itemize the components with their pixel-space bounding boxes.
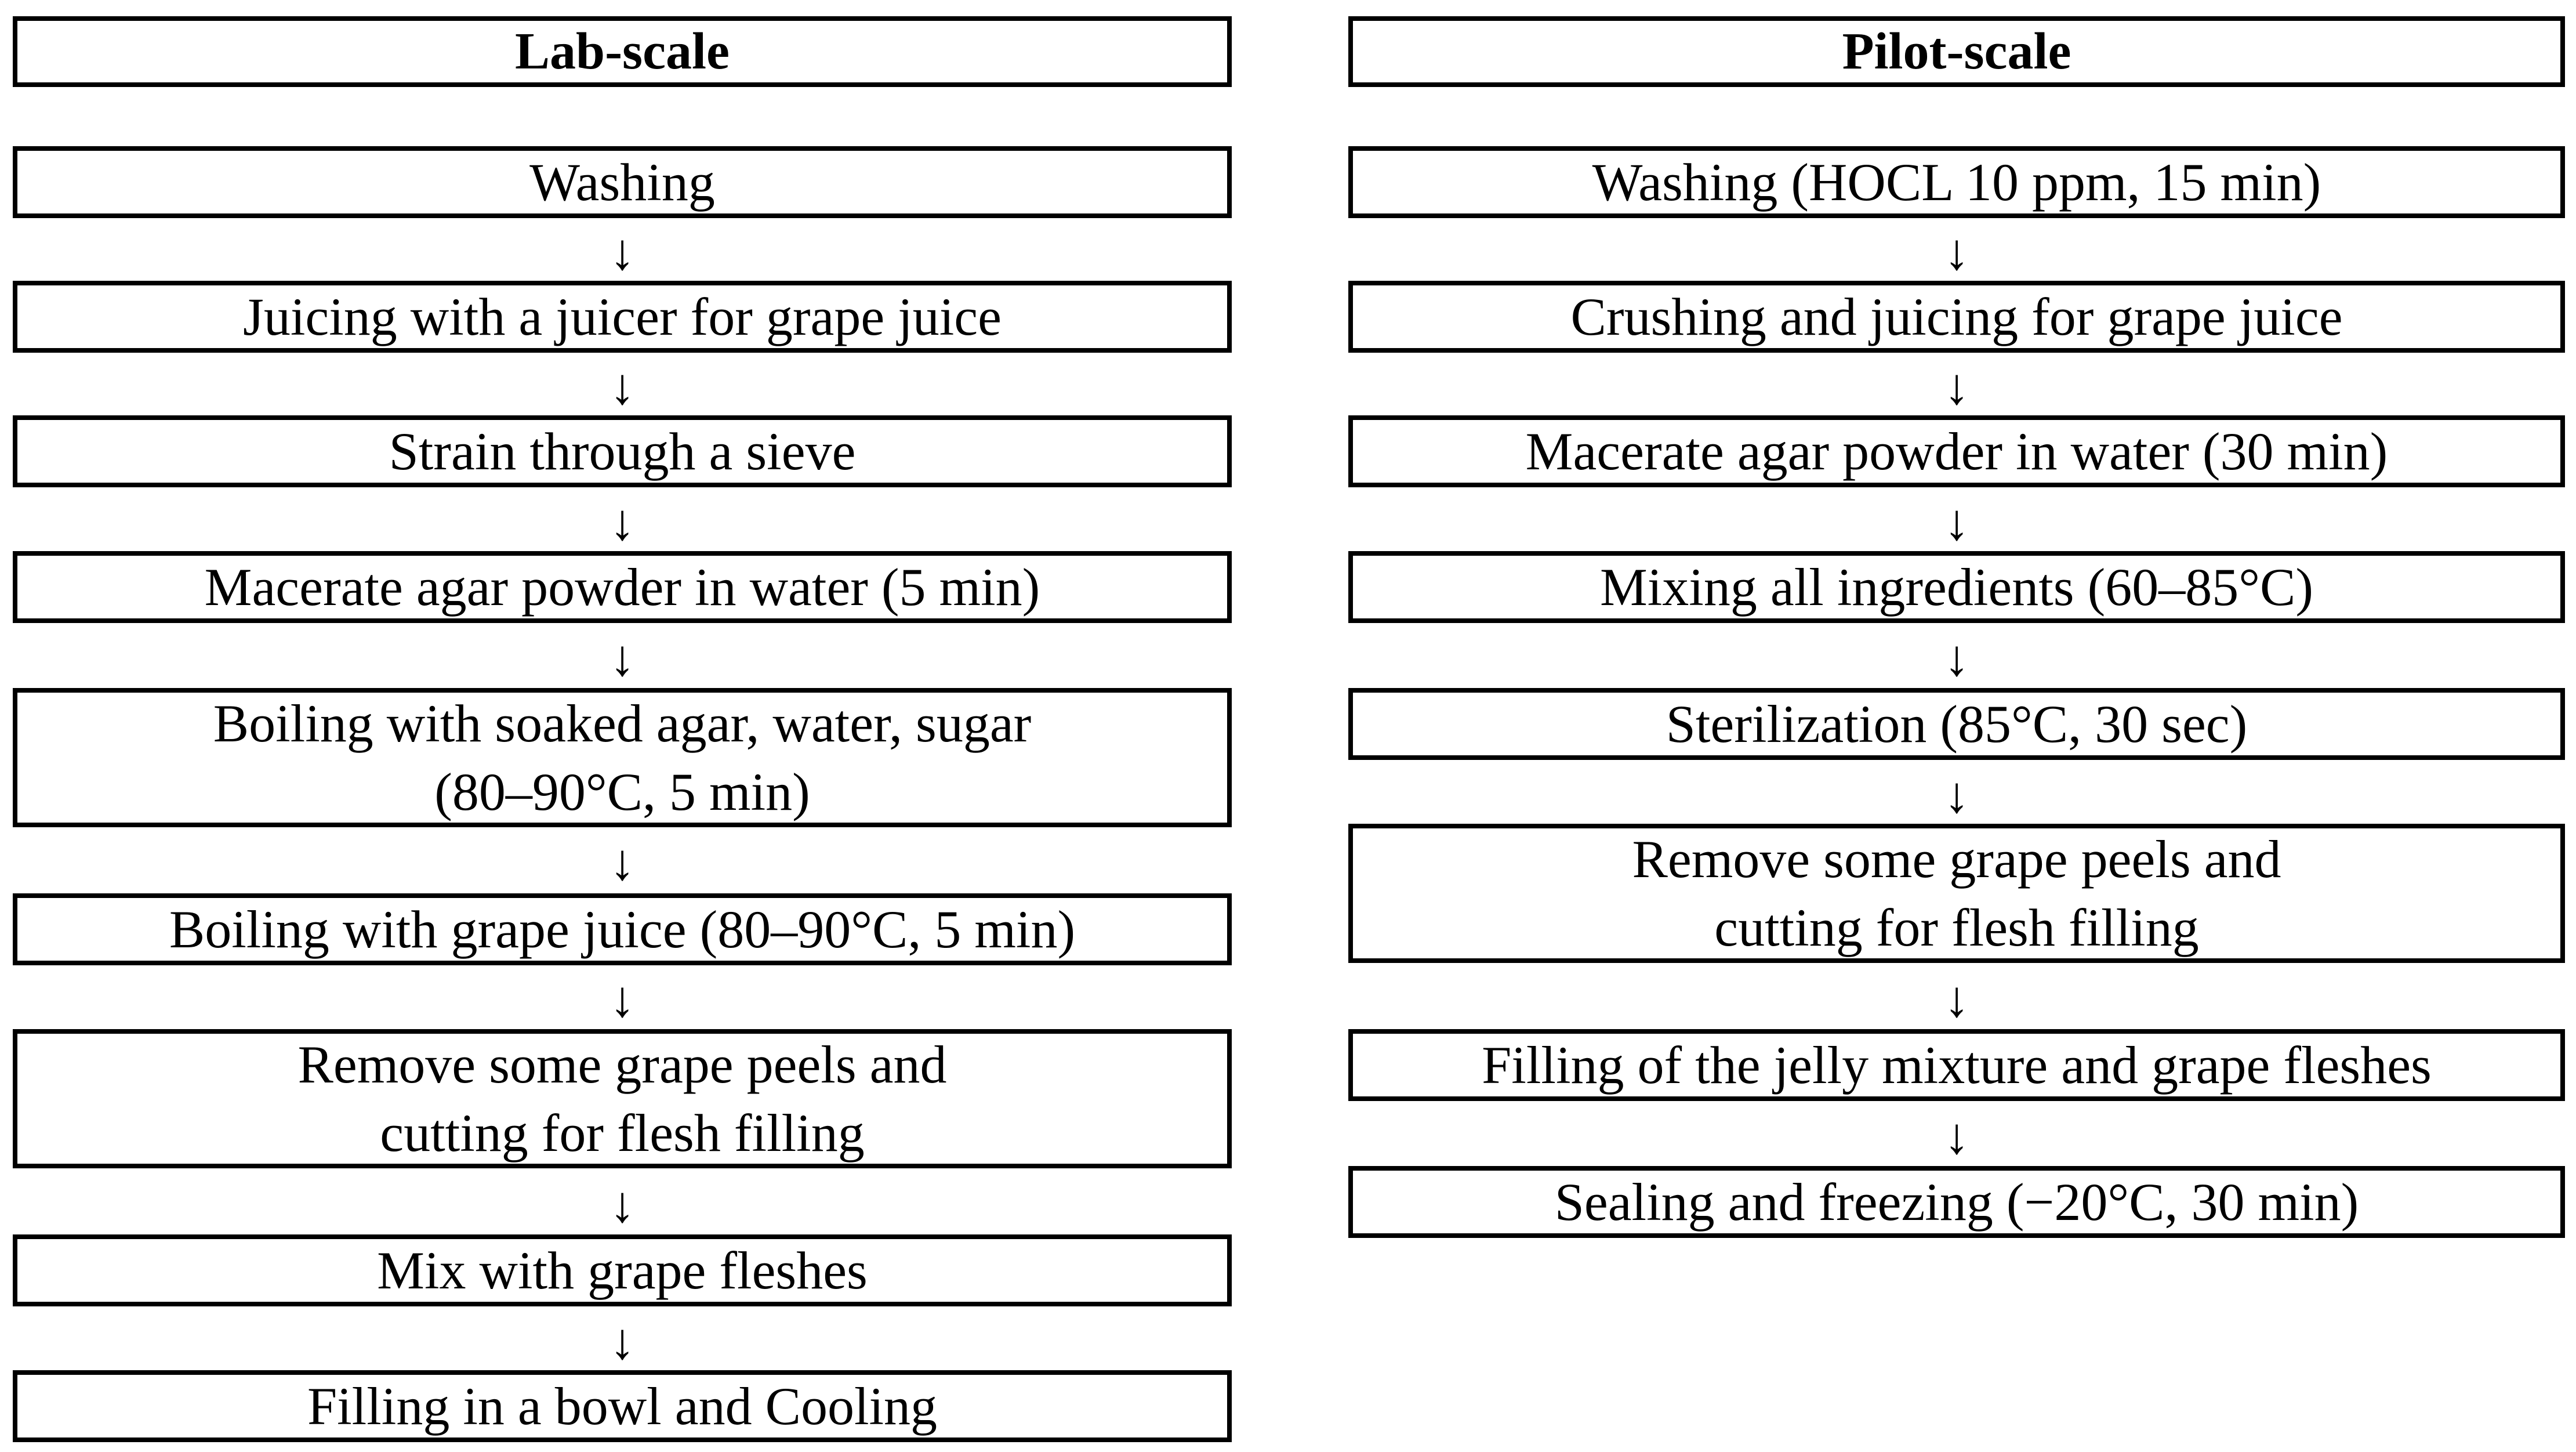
pilot-step-6-line-2: cutting for flesh filling: [1714, 898, 2199, 957]
pilot-step-5: Sterilization (85°C, 30 sec): [1348, 688, 2565, 760]
lab-arrow-1: ↓: [609, 225, 635, 281]
pilot-step-1: Washing (HOCL 10 ppm, 15 min): [1348, 146, 2565, 218]
lab-step-5: Boiling with soaked agar, water, sugar (…: [13, 688, 1232, 827]
pilot-scale-header: Pilot-scale: [1348, 16, 2565, 87]
lab-step-3: Strain through a sieve: [13, 415, 1232, 487]
lab-arrow-5: ↓: [609, 835, 635, 891]
lab-arrow-8: ↓: [609, 1314, 635, 1370]
lab-step-5-line-1: Boiling with soaked agar, water, sugar: [213, 694, 1032, 753]
lab-arrow-3: ↓: [609, 495, 635, 551]
lab-step-7: Remove some grape peels and cutting for …: [13, 1029, 1232, 1168]
lab-step-2-label: Juicing with a juicer for grape juice: [243, 287, 1002, 346]
lab-arrow-6: ↓: [609, 972, 635, 1028]
pilot-step-4-label: Mixing all ingredients (60–85°C): [1599, 557, 2314, 617]
lab-step-6: Boiling with grape juice (80–90°C, 5 min…: [13, 893, 1232, 965]
lab-step-6-label: Boiling with grape juice (80–90°C, 5 min…: [169, 900, 1076, 959]
pilot-step-7-label: Filling of the jelly mixture and grape f…: [1482, 1035, 2432, 1095]
lab-step-5-line-2: (80–90°C, 5 min): [434, 762, 810, 821]
pilot-step-1-label: Washing (HOCL 10 ppm, 15 min): [1592, 153, 2321, 212]
lab-arrow-4: ↓: [609, 631, 635, 687]
pilot-step-6: Remove some grape peels and cutting for …: [1348, 824, 2565, 963]
pilot-arrow-2: ↓: [1944, 359, 1969, 415]
lab-step-1: Washing: [13, 146, 1232, 218]
lab-step-4: Macerate agar powder in water (5 min): [13, 551, 1232, 623]
lab-step-4-label: Macerate agar powder in water (5 min): [204, 557, 1040, 617]
pilot-arrow-6: ↓: [1944, 972, 1969, 1028]
pilot-arrow-1: ↓: [1944, 225, 1969, 281]
lab-step-8: Mix with grape fleshes: [13, 1234, 1232, 1306]
lab-step-8-label: Mix with grape fleshes: [377, 1241, 868, 1300]
pilot-arrow-7: ↓: [1944, 1109, 1969, 1165]
pilot-step-8: Sealing and freezing (−20°C, 30 min): [1348, 1166, 2565, 1238]
lab-step-7-line-2: cutting for flesh filling: [380, 1103, 865, 1163]
lab-step-9: Filling in a bowl and Cooling: [13, 1370, 1232, 1442]
pilot-step-6-line-1: Remove some grape peels and: [1632, 830, 2281, 889]
pilot-step-7: Filling of the jelly mixture and grape f…: [1348, 1029, 2565, 1101]
lab-step-2: Juicing with a juicer for grape juice: [13, 281, 1232, 353]
lab-step-7-line-1: Remove some grape peels and: [297, 1035, 947, 1094]
pilot-step-3: Macerate agar powder in water (30 min): [1348, 415, 2565, 487]
pilot-arrow-5: ↓: [1944, 767, 1969, 824]
lab-step-1-label: Washing: [529, 153, 715, 212]
lab-scale-header-label: Lab-scale: [515, 23, 730, 80]
pilot-step-2-label: Crushing and juicing for grape juice: [1570, 287, 2343, 346]
pilot-step-4: Mixing all ingredients (60–85°C): [1348, 551, 2565, 623]
lab-scale-header: Lab-scale: [13, 16, 1232, 87]
pilot-step-3-label: Macerate agar powder in water (30 min): [1525, 422, 2388, 481]
pilot-step-5-label: Sterilization (85°C, 30 sec): [1666, 694, 2248, 754]
pilot-step-8-label: Sealing and freezing (−20°C, 30 min): [1554, 1172, 2359, 1232]
pilot-arrow-4: ↓: [1944, 631, 1969, 687]
lab-step-3-label: Strain through a sieve: [389, 422, 856, 481]
pilot-arrow-3: ↓: [1944, 495, 1969, 551]
lab-arrow-2: ↓: [609, 359, 635, 415]
pilot-step-2: Crushing and juicing for grape juice: [1348, 281, 2565, 353]
lab-step-9-label: Filling in a bowl and Cooling: [307, 1377, 938, 1436]
lab-arrow-7: ↓: [609, 1177, 635, 1233]
pilot-scale-header-label: Pilot-scale: [1842, 23, 2071, 80]
